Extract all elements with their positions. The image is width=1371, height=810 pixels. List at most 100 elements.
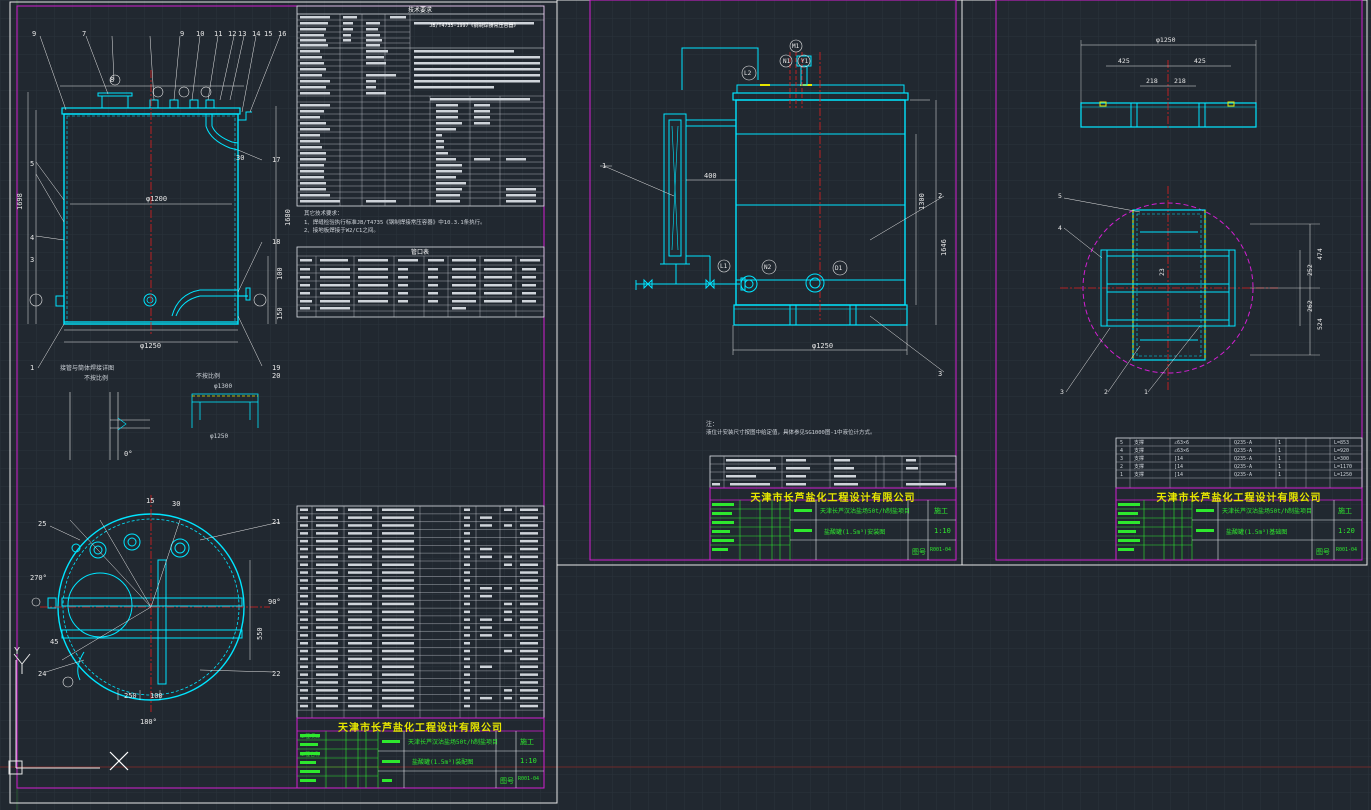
sheet3-part-cell: L=920 (1334, 448, 1349, 454)
balloon-9: 9 (32, 30, 36, 38)
sheet3-part-cell: 3 (1120, 456, 1123, 462)
sheet3-dim-425a: 425 (1118, 57, 1130, 65)
sheet2-scale: 1:10 (934, 527, 951, 535)
sheet1-row-label-1: 工程项目 (300, 733, 320, 740)
sheet3-dim-524: 524 (1316, 318, 1324, 330)
balloon-12: 12 (228, 30, 236, 38)
sheet3-drawing-name: 盐酸罐(1.5m³)基础图 (1226, 527, 1287, 536)
sheet1-sheet-no: R001-04 (518, 776, 539, 782)
nozzle-d1: D1 (835, 265, 843, 272)
nozzle-m1: M1 (792, 43, 800, 50)
balloon-14: 14 (252, 30, 260, 38)
dim-h30: 30 (236, 154, 244, 162)
angle-30: 30 (172, 500, 180, 508)
sheet1-scale: 1:10 (520, 757, 537, 765)
sheet2-company-name: 天津市长芦盐化工程设计有限公司 (710, 489, 956, 504)
sheet3-part-cell: [14 (1174, 456, 1183, 462)
sheet1-project-name: 天津长芦汉沽盐场50t/h制盐项目 (408, 737, 498, 746)
sheet3-dim-218a: 218 (1146, 77, 1158, 85)
sheet3-part-cell: Q235-A (1234, 472, 1252, 478)
sheet1-drawing-name: 盐酸罐(1.5m³)装配图 (412, 757, 473, 766)
note-1: 1、焊缝检验执行标准JB/T4735《钢制焊接常压容器》中10.3.1条执行。 (304, 218, 486, 226)
sheet3-part-cell: L=1170 (1334, 464, 1352, 470)
sheet2-dim-d1250: φ1250 (812, 342, 833, 350)
balloon-18: 18 (272, 238, 280, 246)
angle-15: 15 (146, 497, 154, 505)
dim-h1698: 1698 (16, 193, 24, 210)
sheet3-balloon-1: 1 (1144, 388, 1148, 396)
skirt-scale-note: 不按比例 (196, 372, 220, 380)
sheet3-part-cell: 支撑 (1134, 455, 1144, 462)
dim-d1250: φ1250 (140, 342, 161, 350)
balloon-22: 22 (272, 670, 280, 678)
tech-table-title: 技术要求 (408, 6, 432, 14)
notes-title: 其它技术要求： (304, 209, 343, 217)
note-2: 2、接地板焊接于W2/C1之间。 (304, 226, 379, 234)
balloon-20: 20 (272, 372, 280, 380)
balloon-25: 25 (38, 520, 46, 528)
sheet2-drawing-name: 盐酸罐(1.5m³)安装图 (824, 527, 885, 536)
balloon-3: 3 (30, 256, 34, 264)
balloon-5: 5 (30, 160, 34, 168)
balloon-7: 7 (82, 30, 86, 38)
sheet2-note-text: 液位计安装尺寸按图中给定值，具体参见SG1000图-1中液位计方式。 (706, 428, 876, 436)
sheet3-part-cell: L=853 (1334, 440, 1349, 446)
dim-h100: 100 (276, 267, 284, 280)
sheet3-part-cell: ∠63×6 (1174, 440, 1189, 446)
weld-angle-0: 0° (124, 450, 132, 458)
sheet3-dim-252: 252 (1306, 264, 1314, 276)
sheet2-project-name: 天津长芦汉沽盐场50t/h制盐项目 (820, 506, 910, 515)
weld-detail-title: 接管与筒体焊接详图 (60, 364, 114, 372)
nozzle-n2: N2 (764, 264, 772, 271)
sheet3-part-cell: 2 (1120, 464, 1123, 470)
sheet3-sheet-no: R001-04 (1336, 547, 1357, 553)
sheet2-balloon-1: 1 (602, 162, 606, 170)
sheet3-part-cell: 5 (1120, 440, 1123, 446)
sheet3-part-cell: Q235-A (1234, 464, 1252, 470)
dim-w550: 550 (256, 627, 264, 640)
balloon-10: 10 (196, 30, 204, 38)
sheet3-part-cell: 1 (1278, 440, 1281, 446)
sheet3-part-cell: 支撑 (1134, 463, 1144, 470)
sheet2-sheet-no: R001-04 (930, 547, 951, 553)
ucs-y-label: Y (14, 646, 20, 657)
sheet3-balloon-2: 2 (1104, 388, 1108, 396)
sheet3-company-name: 天津市长芦盐化工程设计有限公司 (1116, 489, 1362, 504)
sheet3-part-cell: ∠63×6 (1174, 448, 1189, 454)
sheet3-part-cell: 支撑 (1134, 447, 1144, 454)
dim-d1250-top: φ1250 (210, 433, 228, 440)
sheet3-project-name: 天津长芦汉沽盐场50t/h制盐项目 (1222, 506, 1312, 515)
sheet3-dim-425b: 425 (1194, 57, 1206, 65)
sheet1-stage: 施工 (520, 737, 534, 747)
balloon-16: 16 (278, 30, 286, 38)
nozzle-table-title: 管口表 (411, 248, 429, 256)
sheet2-dim-w400: 400 (704, 172, 717, 180)
nozzle-l1: L1 (720, 263, 728, 270)
sheet1-sheet-label: 图号 (500, 776, 514, 786)
sheet3-part-cell: [14 (1174, 472, 1183, 478)
sheet3-part-cell: 1 (1120, 472, 1123, 478)
nozzle-l2: L2 (744, 70, 752, 77)
balloon-15: 15 (264, 30, 272, 38)
sheet2-balloon-2: 2 (938, 192, 942, 200)
sheet3-part-cell: 支撑 (1134, 471, 1144, 478)
balloon-11: 11 (214, 30, 222, 38)
dim-d1300: φ1300 (214, 383, 232, 390)
sheet3-stage: 施工 (1338, 506, 1352, 516)
sheet3-part-cell: L=300 (1334, 456, 1349, 462)
sheet3-balloon-5: 5 (1058, 192, 1062, 200)
sheet3-part-cell: Q235-A (1234, 440, 1252, 446)
balloon-19: 19 (272, 364, 280, 372)
sheet3-part-cell: 4 (1120, 448, 1123, 454)
dim-h150: 150 (276, 307, 284, 320)
sheet2-stage: 施工 (934, 506, 948, 516)
sheet2-note-label: 注： (706, 420, 718, 428)
balloon-4: 4 (30, 234, 34, 242)
angle-90: 90° (268, 598, 281, 606)
standard-spec: JB/T4735-1997《钢制焊接常压容器》 (429, 22, 518, 29)
sheet2-dim-h1646: 1646 (940, 239, 948, 256)
sheet3-dim-218b: 218 (1174, 77, 1186, 85)
balloon-13: 13 (238, 30, 246, 38)
sheet3-part-cell: 支撑 (1134, 439, 1144, 446)
